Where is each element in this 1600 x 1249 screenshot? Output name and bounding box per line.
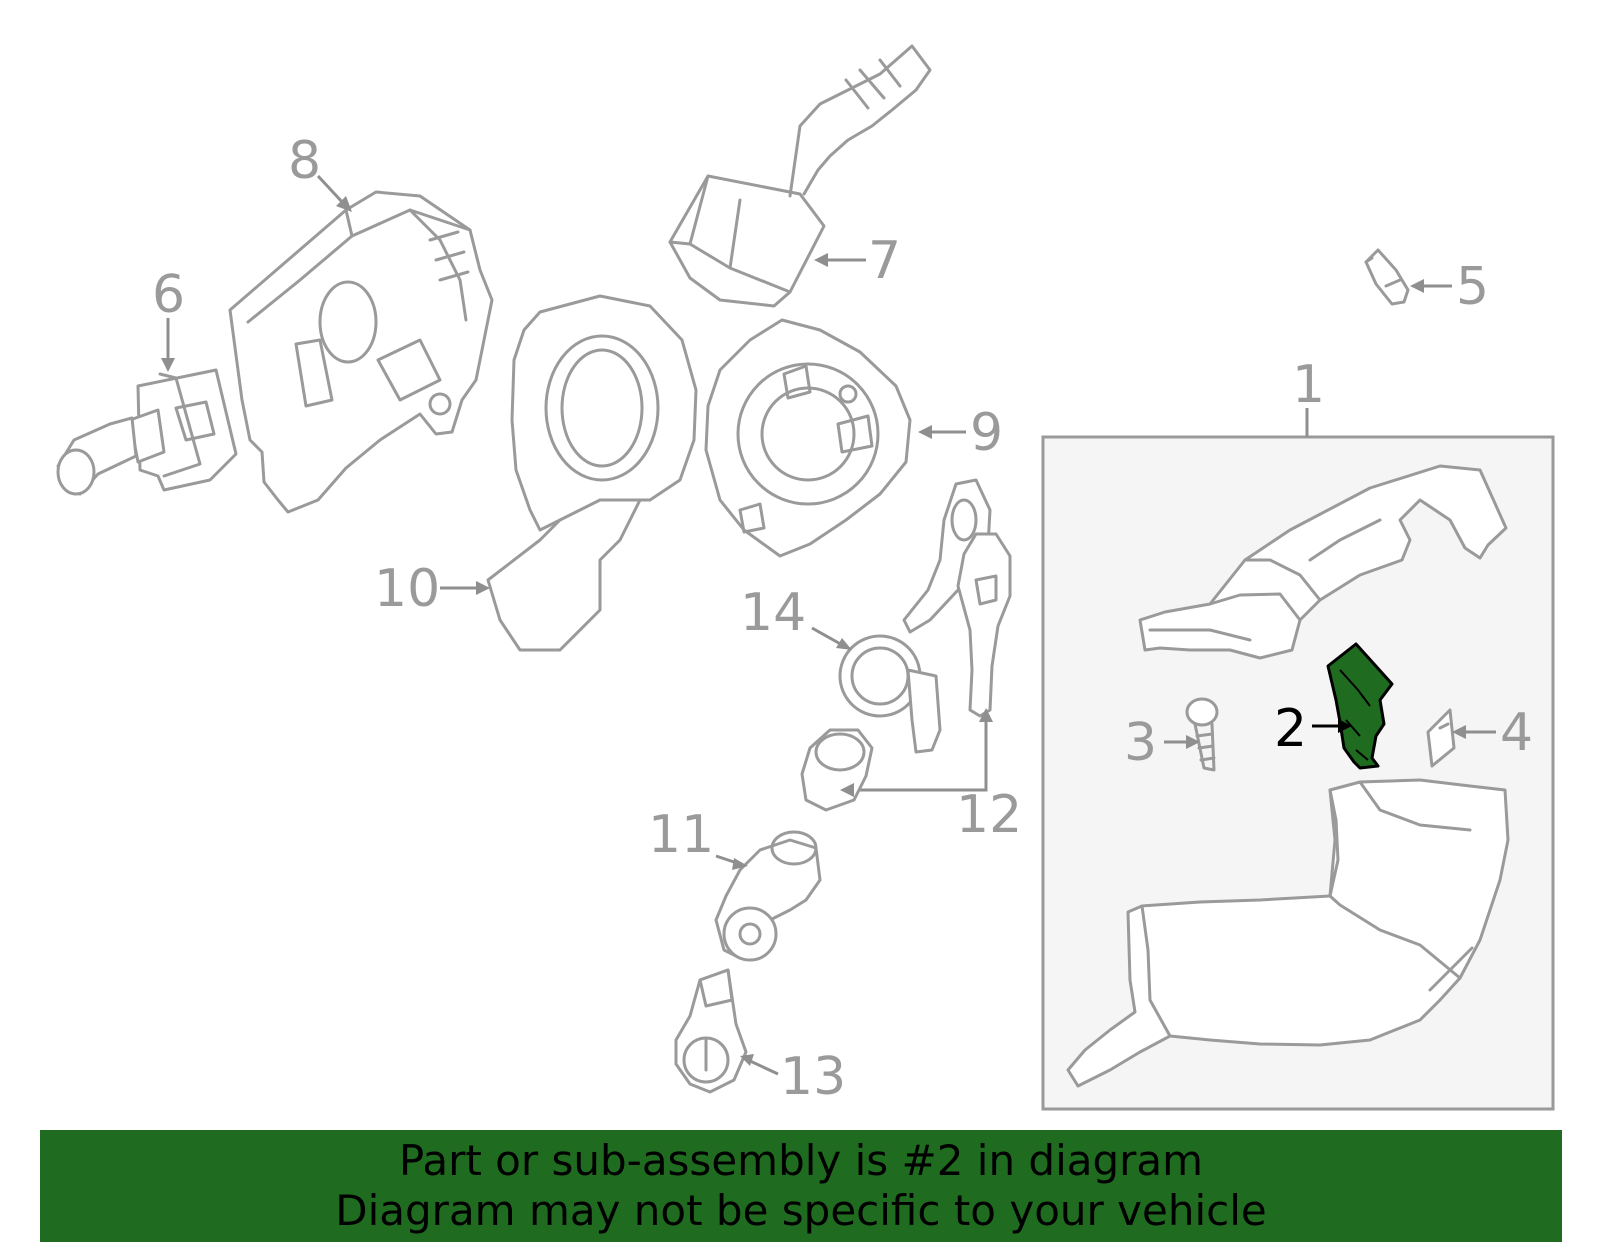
callout-2-arrowhead bbox=[1338, 719, 1352, 733]
callout-7-label: 7 bbox=[868, 231, 901, 291]
banner-line-1: Part or sub-assembly is #2 in diagram bbox=[398, 1136, 1204, 1185]
callout-12-label: 12 bbox=[956, 785, 1022, 845]
callout-8-leader bbox=[316, 174, 346, 206]
part-10-ring bbox=[486, 294, 698, 652]
part-cylinder-housing bbox=[800, 728, 874, 812]
part-4-clip bbox=[1426, 708, 1456, 768]
callout-5-arrowhead bbox=[1410, 279, 1424, 293]
callout-14-label: 14 bbox=[740, 583, 806, 643]
notice-banner: Part or sub-assembly is #2 in diagram Di… bbox=[40, 1130, 1562, 1242]
callout-5-label: 5 bbox=[1456, 257, 1489, 317]
callout-8-arrowhead bbox=[336, 196, 352, 212]
callout-10-arrowhead bbox=[476, 581, 490, 595]
callout-9-arrowhead bbox=[918, 425, 932, 439]
callout-14-leader bbox=[811, 626, 845, 648]
part-1-lower-cover bbox=[1066, 778, 1510, 1088]
callout-13-leader bbox=[747, 1058, 779, 1076]
callout-4-arrowhead bbox=[1452, 725, 1466, 739]
part-7-switch bbox=[668, 44, 932, 308]
banner-line-2: Diagram may not be specific to your vehi… bbox=[335, 1186, 1267, 1235]
part-13-cylinder bbox=[674, 968, 748, 1094]
callout-6-arrowhead bbox=[161, 358, 175, 372]
callout-11-label: 11 bbox=[648, 805, 714, 865]
callout-14-arrowhead bbox=[836, 638, 852, 650]
part-9-clock-spring bbox=[704, 318, 912, 558]
part-5-bulb bbox=[1364, 248, 1410, 306]
callout-10-label: 10 bbox=[374, 559, 440, 619]
callout-12-arrowhead-key bbox=[979, 708, 993, 722]
callout-1-label: 1 bbox=[1292, 355, 1325, 415]
callout-8-label: 8 bbox=[288, 131, 321, 191]
callout-3-label: 3 bbox=[1124, 713, 1157, 773]
callout-11-arrowhead bbox=[732, 858, 748, 870]
part-6-switch bbox=[56, 368, 238, 496]
callout-12-arrowhead-cylinder bbox=[840, 783, 854, 797]
callout-2-label: 2 bbox=[1274, 699, 1307, 759]
part-11-ignition bbox=[714, 830, 822, 962]
callout-13-arrowhead bbox=[740, 1054, 754, 1066]
callout-9-label: 9 bbox=[970, 403, 1003, 463]
part-1-upper-cover bbox=[1138, 464, 1508, 660]
part-8-housing bbox=[228, 190, 494, 514]
callout-7-arrowhead bbox=[814, 253, 828, 267]
callout-6-label: 6 bbox=[152, 265, 185, 325]
part-14-ring bbox=[838, 634, 942, 754]
part-12-keys bbox=[848, 478, 1012, 792]
callout-13-label: 13 bbox=[780, 1047, 846, 1107]
callout-3-arrowhead bbox=[1186, 735, 1200, 749]
part-3-screw bbox=[1185, 697, 1219, 772]
callout-4-label: 4 bbox=[1500, 703, 1533, 763]
callout-12-leader bbox=[848, 716, 988, 792]
